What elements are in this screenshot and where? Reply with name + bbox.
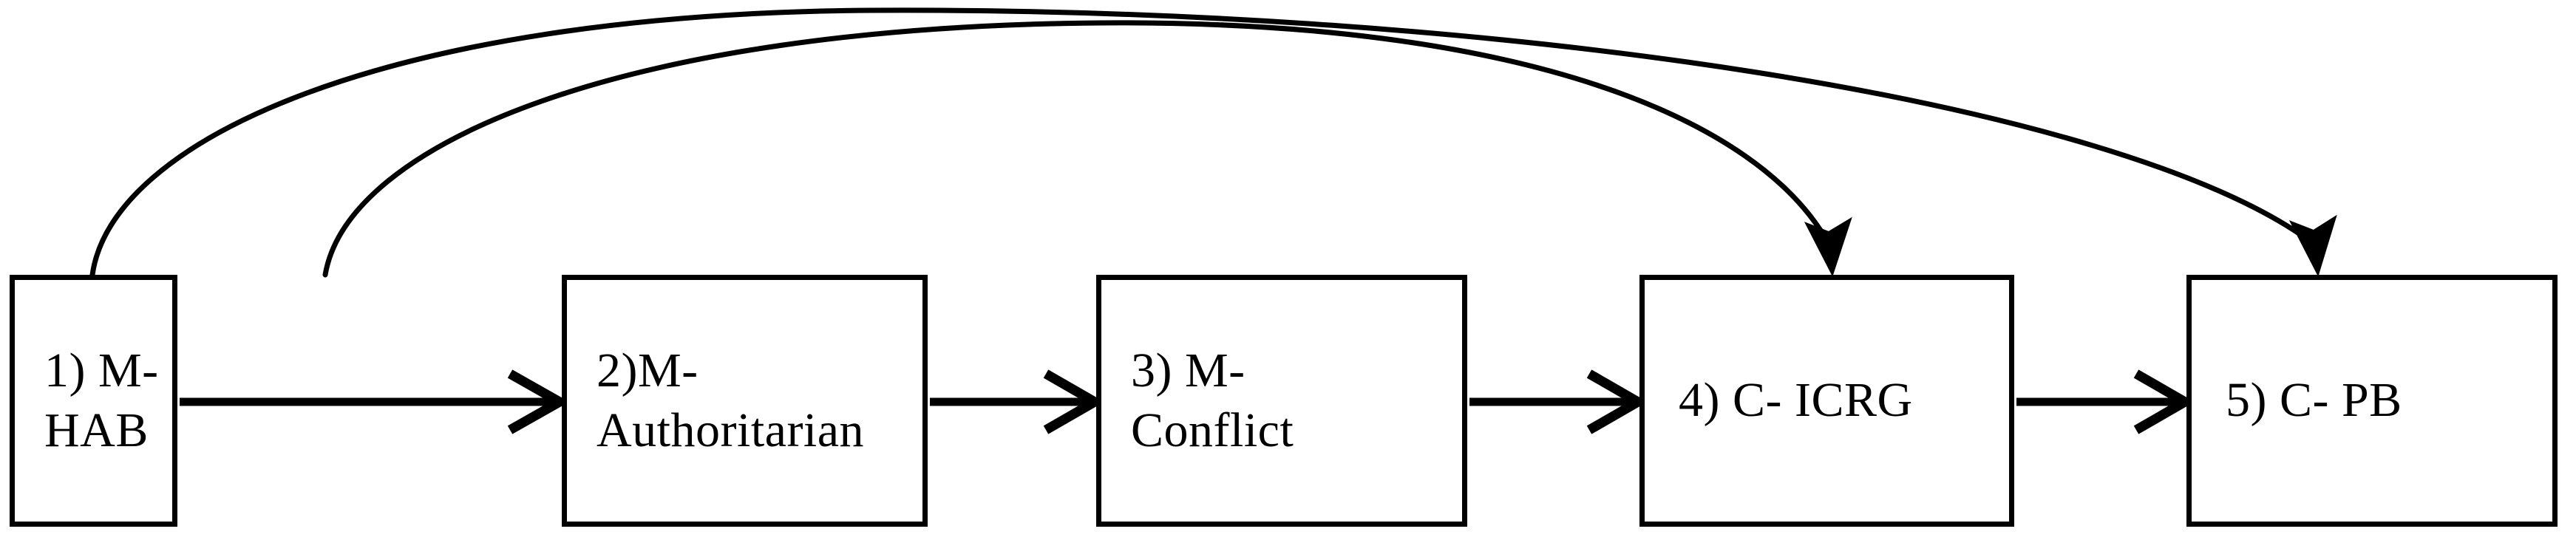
edge-node2-to-node4-curved	[322, 20, 1852, 278]
edge-node4-to-node5	[2016, 369, 2195, 434]
curved-edge-line	[89, 7, 2317, 278]
curved-edge-line	[322, 20, 1832, 278]
edge-node3-to-node4	[1469, 369, 1648, 434]
arrowhead-icon	[2133, 369, 2195, 434]
node-label-5: 5) C- PB	[2226, 373, 2402, 428]
node-label-3: 3) M- Conflict	[1131, 343, 1294, 457]
arrowhead-icon	[1586, 369, 1648, 434]
arrowhead-icon	[1043, 369, 1105, 434]
node-box-3[interactable]: 3) M- Conflict	[1096, 275, 1467, 527]
edge-node2-to-node3	[930, 369, 1105, 434]
node-label-1: 1) M-HAB	[44, 343, 159, 457]
arrowhead-icon	[507, 369, 570, 434]
node-label-4: 4) C- ICRG	[1679, 373, 1913, 428]
node-box-4[interactable]: 4) C- ICRG	[1639, 275, 2014, 527]
edge-node1-to-node5-curved	[89, 7, 2337, 278]
arrowhead-icon	[1804, 216, 1852, 277]
arrowhead-icon	[2288, 214, 2337, 277]
node-label-2: 2)M- Authoritarian	[597, 343, 865, 457]
edge-node1-to-node2	[180, 369, 570, 434]
node-box-1[interactable]: 1) M-HAB	[10, 275, 177, 527]
node-box-5[interactable]: 5) C- PB	[2186, 275, 2558, 527]
node-box-2[interactable]: 2)M- Authoritarian	[562, 275, 928, 527]
